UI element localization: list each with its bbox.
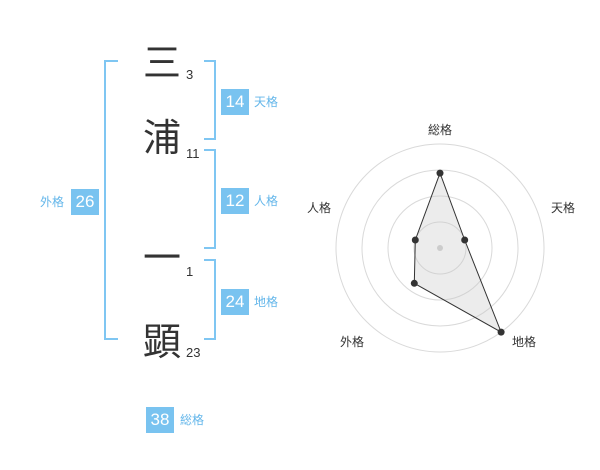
tenkaku-bracket [204,60,216,140]
soukaku-score: 38 [146,407,174,433]
radar-ring-4 [335,143,545,353]
radar-point [410,279,418,287]
tenkaku-label: 天格 [254,95,279,109]
gaikaku-score: 26 [71,189,99,215]
radar-rings [335,143,545,353]
stroke-count-2: 11 [186,146,200,161]
name-char-2: 浦 [142,116,181,160]
jinkaku-label: 人格 [254,194,279,208]
name-char-1: 三 [142,41,181,85]
radar-center-dot [437,245,443,251]
stroke-count-1: 3 [186,67,194,82]
chikaku-bracket [204,259,216,340]
stroke-count-4: 23 [186,345,201,360]
radar-label-jinkaku: 人格 [307,200,331,215]
radar-label-soukaku: 総格 [428,122,452,137]
jinkaku-score: 12 [221,188,249,214]
radar-label-chikaku: 地格 [512,334,536,349]
gaikaku-label: 外格 [40,195,65,209]
radar-ring-2 [387,195,493,301]
radar-point [411,236,419,244]
radar-point [436,169,444,177]
jinkaku-bracket [204,149,216,249]
soukaku-label: 総格 [180,413,205,427]
name-char-4: 顕 [142,320,181,364]
chikaku-score: 24 [221,289,249,315]
chikaku-label: 地格 [254,295,279,309]
radar-points [410,169,505,336]
radar-polygon [413,171,503,334]
gaikaku-bracket [104,60,118,340]
radar-label-tenkaku: 天格 [551,200,575,215]
name-char-3: 一 [142,236,181,280]
stroke-count-3: 1 [186,264,194,279]
radar-label-gaikaku: 外格 [340,334,364,349]
radar-ring-1 [413,221,467,275]
radar-chart: 総格 天格 地格 外格 人格 [307,122,575,353]
radar-point [461,236,469,244]
tenkaku-score: 14 [221,89,249,115]
radar-point [497,328,505,336]
